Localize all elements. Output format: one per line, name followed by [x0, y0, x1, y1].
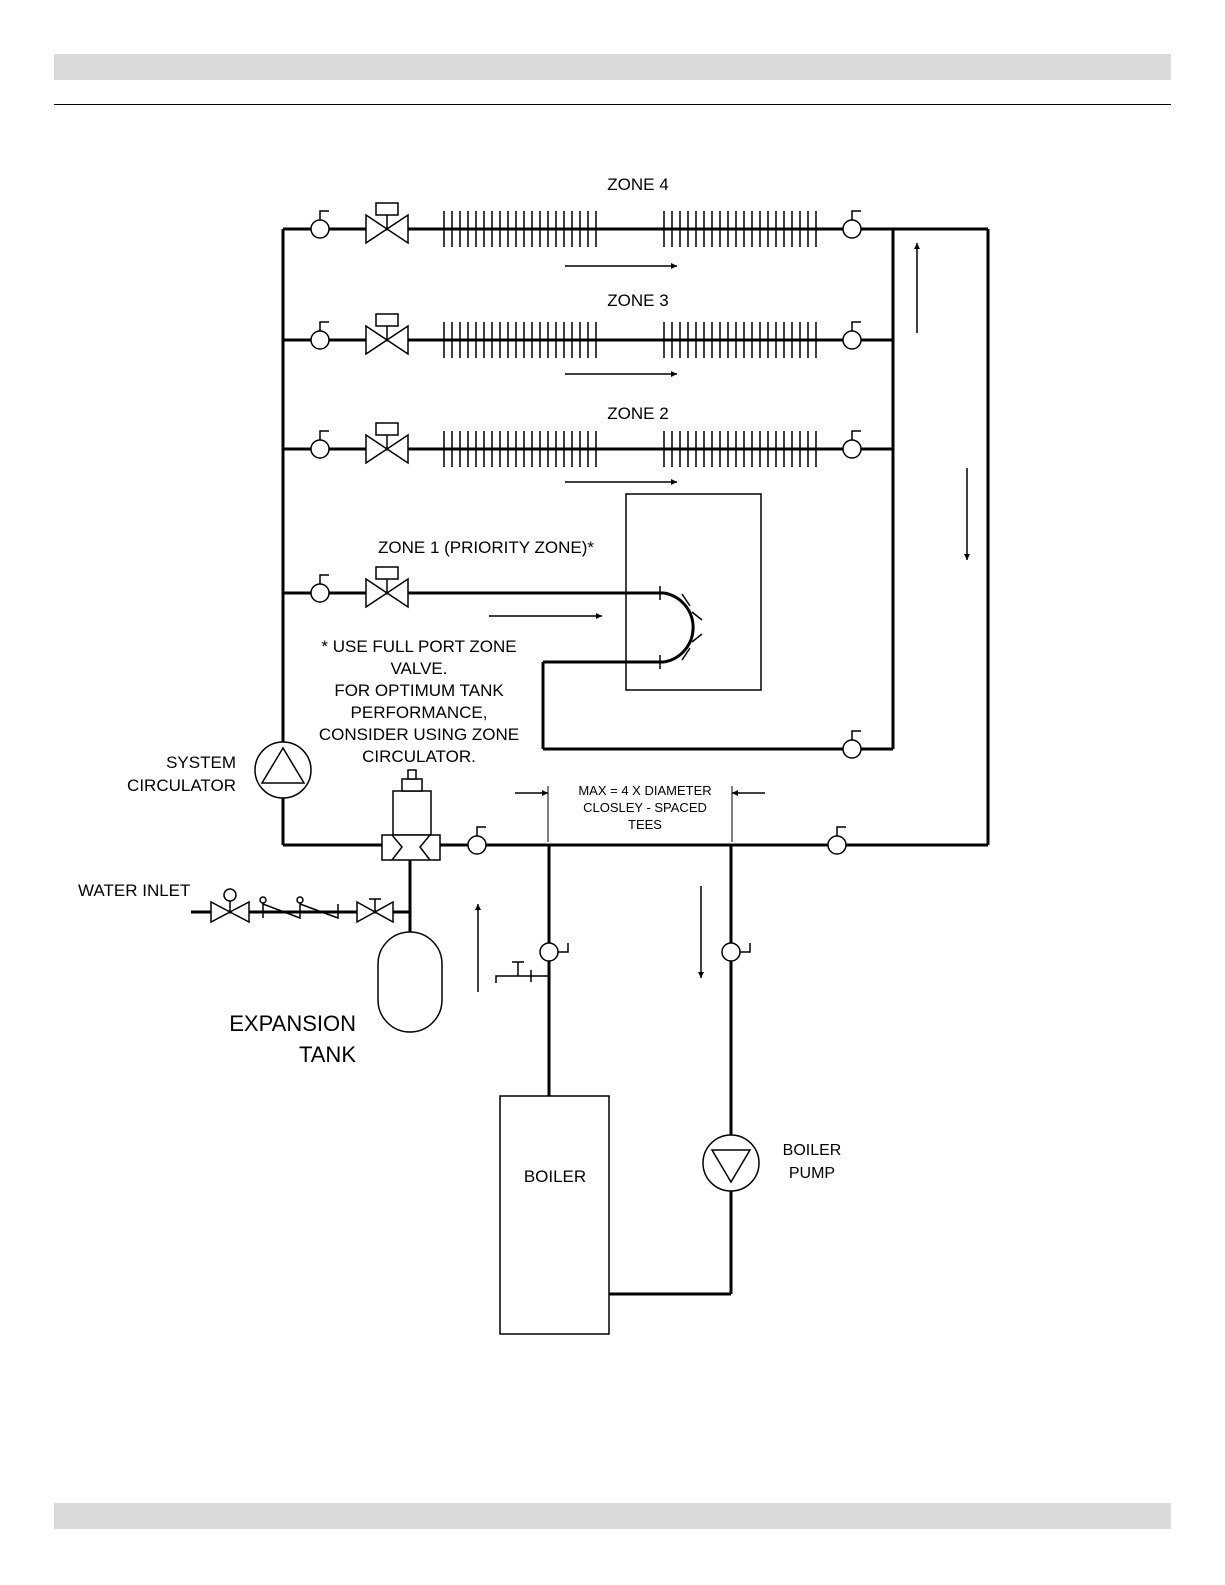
- note-line-5: CONSIDER USING ZONE: [319, 725, 519, 744]
- flow-check: [540, 943, 568, 961]
- flow-check: [843, 322, 861, 349]
- air-separator: [382, 770, 440, 860]
- expansion-tank: [378, 932, 442, 1032]
- boiler-pump-label-1: BOILER: [783, 1142, 842, 1159]
- flow-check: [843, 731, 861, 758]
- zone-valve: [366, 567, 408, 607]
- boiler-label: BOILER: [524, 1167, 586, 1186]
- system-circulator-label-2: CIRCULATOR: [127, 776, 236, 795]
- flow-check: [311, 211, 329, 238]
- flow-check: [828, 827, 846, 854]
- zone3-label: ZONE 3: [607, 291, 668, 310]
- note-line-3: FOR OPTIMUM TANK: [334, 681, 504, 700]
- flow-check: [311, 322, 329, 349]
- zone1-label: ZONE 1 (PRIORITY ZONE)*: [378, 538, 594, 557]
- pipes: [191, 229, 988, 1294]
- flow-check: [468, 827, 486, 854]
- zone-valve: [366, 314, 408, 354]
- system-circulator: [255, 742, 311, 798]
- water-inlet-fittings: [211, 889, 393, 922]
- tees-label-1: MAX = 4 X DIAMETER: [578, 783, 711, 798]
- flow-check: [311, 575, 329, 602]
- zone4-label: ZONE 4: [607, 175, 668, 194]
- tees-label-3: TEES: [628, 817, 662, 832]
- tees-label-2: CLOSLEY - SPACED: [583, 800, 707, 815]
- boiler-pump: [703, 1135, 759, 1191]
- coil-fins: [660, 586, 702, 669]
- flow-check: [722, 943, 750, 961]
- expansion-tank-label-2: TANK: [299, 1042, 356, 1067]
- system-circulator-label-1: SYSTEM: [166, 753, 236, 772]
- boiler: [500, 1096, 609, 1334]
- boiler-drain: [496, 962, 549, 983]
- note-line-1: * USE FULL PORT ZONE: [321, 637, 516, 656]
- zone-valve: [366, 423, 408, 463]
- zone2-label: ZONE 2: [607, 404, 668, 423]
- note-line-4: PERFORMANCE,: [351, 703, 488, 722]
- note-line-2: VALVE.: [390, 659, 447, 678]
- zone-valve: [366, 203, 408, 243]
- expansion-tank-label-1: EXPANSION: [229, 1011, 356, 1036]
- flow-check: [843, 431, 861, 458]
- water-inlet-label: WATER INLET: [78, 881, 190, 900]
- boiler-pump-label-2: PUMP: [789, 1165, 835, 1182]
- flow-check: [311, 431, 329, 458]
- flow-check: [843, 211, 861, 238]
- note-line-6: CIRCULATOR.: [362, 747, 476, 766]
